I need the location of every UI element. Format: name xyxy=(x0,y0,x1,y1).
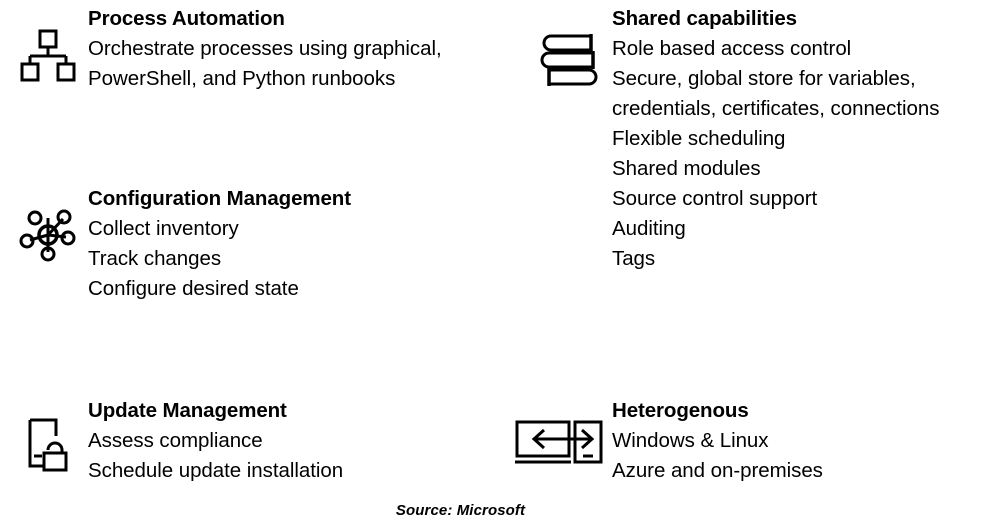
icon-slot xyxy=(8,184,88,264)
feature-line: credentials, certificates, connections xyxy=(612,97,940,120)
book-stack-icon xyxy=(540,34,598,86)
feature-title: Heterogenous xyxy=(612,399,749,422)
feature-line: Track changes xyxy=(88,247,222,270)
document-lock-icon xyxy=(28,418,68,472)
text-slot: Update Management Assess compliance Sche… xyxy=(88,396,508,486)
feature-line: Flexible scheduling xyxy=(612,127,786,150)
icon-slot xyxy=(505,396,612,472)
feature-line: Windows & Linux xyxy=(612,429,769,452)
feature-line: Shared modules xyxy=(612,157,761,180)
feature-line: Role based access control xyxy=(612,37,852,60)
feature-line: Assess compliance xyxy=(88,429,263,452)
feature-block-shared-capabilities: Shared capabilities Role based access co… xyxy=(528,4,985,274)
text-slot: Process Automation Orchestrate processes… xyxy=(88,4,508,94)
feature-title: Process Automation xyxy=(88,7,285,30)
feature-title: Configuration Management xyxy=(88,187,351,210)
feature-title: Update Management xyxy=(88,399,287,422)
hub-network-icon xyxy=(19,209,76,262)
feature-line: Secure, global store for variables, xyxy=(612,67,916,90)
feature-line: Tags xyxy=(612,247,656,270)
feature-line: PowerShell, and Python runbooks xyxy=(88,67,396,90)
feature-block-update-management: Update Management Assess compliance Sche… xyxy=(8,396,508,486)
text-slot: Heterogenous Windows & Linux Azure and o… xyxy=(612,396,975,486)
feature-line: Schedule update installation xyxy=(88,459,344,482)
feature-title: Shared capabilities xyxy=(612,7,797,30)
icon-slot xyxy=(528,4,612,88)
text-slot: Shared capabilities Role based access co… xyxy=(612,4,985,274)
feature-block-heterogenous: Heterogenous Windows & Linux Azure and o… xyxy=(505,396,975,486)
org-chart-icon xyxy=(20,29,76,82)
feature-line: Source control support xyxy=(612,187,818,210)
feature-line: Azure and on-premises xyxy=(612,459,823,482)
feature-line: Configure desired state xyxy=(88,277,299,300)
icon-slot xyxy=(8,396,88,472)
feature-block-process-automation: Process Automation Orchestrate processes… xyxy=(8,4,508,94)
icon-slot xyxy=(8,4,88,84)
source-caption: Source: Microsoft xyxy=(395,502,526,519)
feature-line: Auditing xyxy=(612,217,686,240)
text-slot: Configuration Management Collect invento… xyxy=(88,184,508,304)
feature-line: Collect inventory xyxy=(88,217,239,240)
feature-block-configuration-management: Configuration Management Collect invento… xyxy=(8,184,508,304)
device-sync-icon xyxy=(514,420,602,464)
feature-line: Orchestrate processes using graphical, xyxy=(88,37,442,60)
